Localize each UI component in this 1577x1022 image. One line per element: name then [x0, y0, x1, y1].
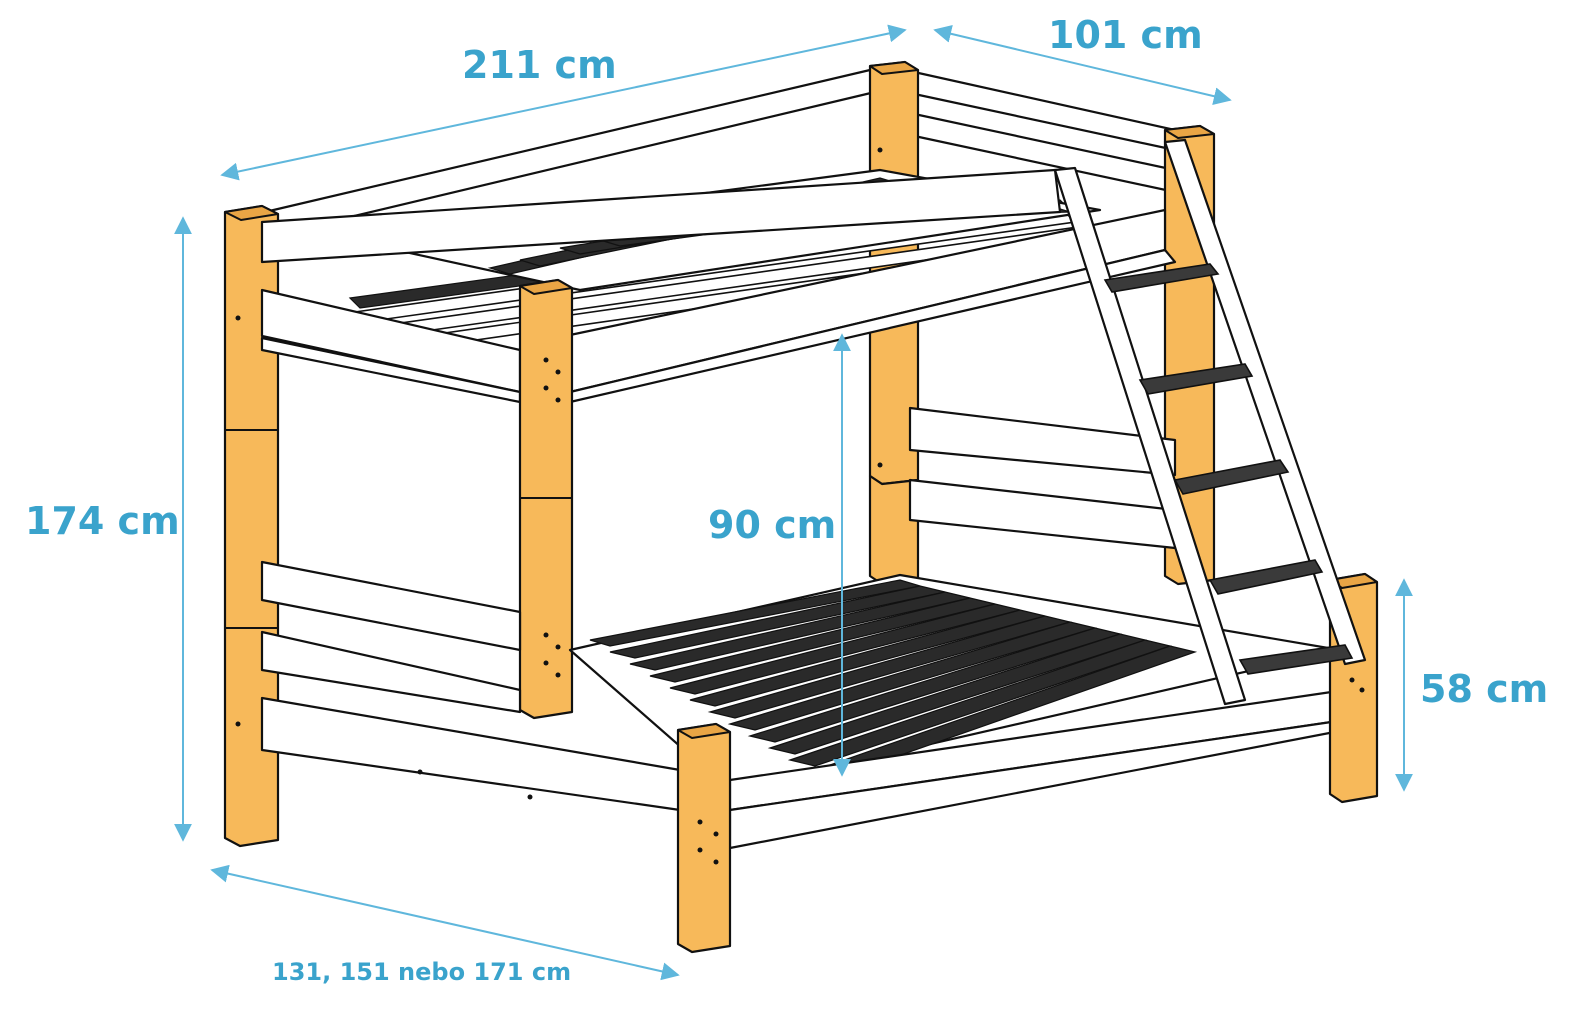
length-label: 211 cm [462, 43, 617, 87]
height-label: 174 cm [25, 499, 180, 543]
bottom-width-label: 131, 151 nebo 171 cm [272, 958, 571, 986]
upper-front-rails [260, 168, 1177, 404]
lower-left-rails [260, 560, 682, 812]
clearance-label: 90 cm [708, 503, 836, 547]
depth-label: 101 cm [1048, 13, 1203, 57]
ladder [1053, 138, 1367, 706]
front-post-right-lower [676, 722, 732, 954]
dimension-lines [174, 24, 1413, 981]
front-post-center [518, 278, 574, 720]
bottom-height-label: 58 cm [1420, 667, 1548, 711]
mid-back-rails [908, 406, 1177, 550]
front-post-left [223, 204, 280, 848]
